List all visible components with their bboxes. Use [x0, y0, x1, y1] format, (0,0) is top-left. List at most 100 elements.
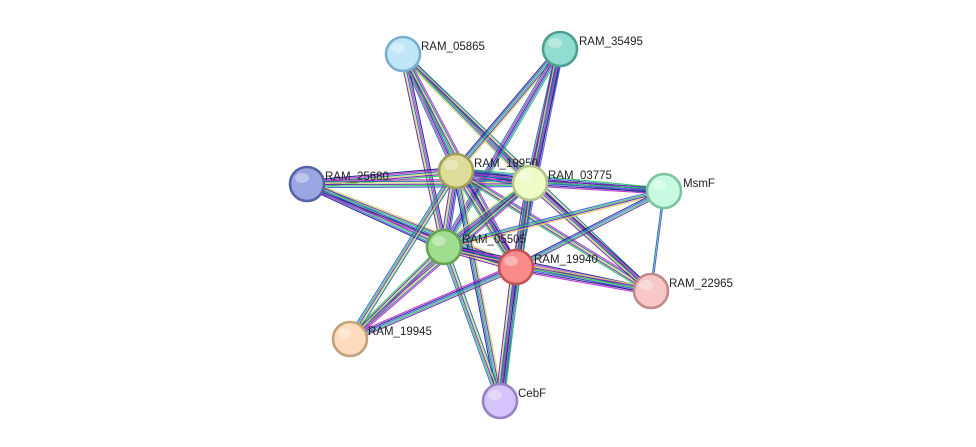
edge-line — [351, 172, 459, 341]
node-RAM_35495[interactable]: RAM_35495 — [541, 30, 643, 68]
edge-line — [499, 266, 517, 402]
edge-line — [308, 180, 518, 265]
edge-line — [529, 185, 664, 195]
edge-RAM_03775-RAM_22965 — [527, 180, 654, 294]
edge-RAM_05505-CebF — [440, 245, 504, 403]
edge-line — [349, 266, 517, 340]
edge-line — [455, 170, 652, 292]
edge-line — [306, 169, 456, 184]
node-circle[interactable] — [511, 164, 549, 202]
edge-line — [530, 179, 665, 189]
edge-line — [348, 245, 444, 339]
edge-line — [453, 46, 559, 170]
node-circle[interactable] — [481, 382, 519, 420]
node-RAM_03775[interactable]: RAM_03775 — [511, 164, 612, 202]
edge-line — [456, 169, 653, 291]
edge-line — [306, 168, 456, 183]
edge-line — [516, 262, 652, 288]
node-highlight — [504, 256, 518, 266]
edge-line — [516, 191, 665, 269]
node-label: RAM_05505 — [462, 234, 526, 246]
node-label: CebF — [518, 388, 546, 400]
node-highlight — [391, 43, 405, 53]
node-RAM_05505[interactable]: RAM_05505 — [425, 228, 526, 266]
node-RAM_19940[interactable]: RAM_19940 — [497, 248, 598, 286]
edge-line — [515, 270, 651, 296]
edge-line — [347, 244, 443, 338]
edge-line — [500, 267, 518, 402]
node-RAM_05865[interactable]: RAM_05865 — [384, 35, 485, 73]
node-circle[interactable] — [331, 320, 369, 358]
edge-line — [496, 266, 514, 401]
edge-line — [515, 268, 651, 294]
node-circle[interactable] — [437, 152, 475, 190]
edge-line — [444, 191, 665, 249]
edge-line — [443, 189, 664, 247]
edge-RAM_35495-RAM_05505 — [441, 47, 563, 249]
node-highlight — [548, 38, 562, 48]
edge-line — [519, 49, 565, 268]
edge-line — [498, 266, 516, 401]
edge-line — [531, 180, 654, 290]
edge-line — [347, 169, 455, 338]
node-label: RAM_35495 — [579, 36, 643, 48]
node-highlight — [518, 172, 532, 182]
edge-line — [440, 247, 498, 403]
node-circle[interactable] — [288, 165, 326, 203]
edge-line — [444, 246, 502, 401]
edge-line — [307, 184, 531, 187]
edge-line — [456, 167, 665, 189]
edge-line — [530, 181, 665, 191]
edge-line — [349, 246, 445, 340]
edge-line — [349, 170, 457, 340]
edge-line — [446, 245, 504, 401]
node-MsmF[interactable]: MsmF — [645, 172, 715, 210]
edge-line — [514, 188, 664, 266]
edge-line — [443, 188, 664, 246]
edge-line — [401, 54, 444, 248]
node-circle[interactable] — [632, 272, 670, 310]
node-RAM_22965[interactable]: RAM_22965 — [632, 272, 733, 310]
edge-line — [516, 264, 652, 290]
edge-RAM_05865-RAM_05505 — [399, 53, 448, 248]
node-label: RAM_22965 — [669, 278, 733, 290]
edge-line — [515, 267, 651, 293]
edge-RAM_19940-CebF — [495, 266, 521, 402]
edge-line — [443, 48, 561, 248]
edge-line — [307, 186, 531, 189]
edge-line — [454, 171, 651, 293]
node-circle[interactable] — [384, 35, 422, 73]
edge-line — [455, 170, 501, 402]
node-highlight — [639, 280, 653, 290]
node-label: RAM_25680 — [325, 171, 389, 183]
node-RAM_25680[interactable]: RAM_25680 — [288, 165, 389, 203]
edge-line — [348, 169, 456, 339]
edge-line — [306, 166, 456, 181]
node-highlight — [488, 390, 502, 400]
edge-RAM_03775-MsmF — [529, 179, 665, 195]
edge-RAM_19940-RAM_19945 — [348, 263, 518, 343]
edge-MsmF-RAM_05505 — [443, 188, 665, 250]
edge-line — [405, 53, 448, 247]
node-CebF[interactable]: CebF — [481, 382, 546, 420]
node-label: RAM_05865 — [421, 41, 485, 53]
edge-line — [348, 263, 516, 337]
node-label: RAM_19940 — [534, 254, 598, 266]
edge-line — [442, 247, 500, 402]
edge-RAM_19950-RAM_22965 — [454, 168, 653, 294]
edge-line — [516, 265, 652, 291]
edge-line — [306, 183, 531, 186]
node-circle[interactable] — [645, 172, 683, 210]
edge-line — [443, 246, 501, 402]
node-highlight — [338, 328, 352, 338]
node-circle[interactable] — [425, 228, 463, 266]
node-circle[interactable] — [497, 248, 535, 286]
node-highlight — [432, 236, 446, 246]
edge-line — [455, 48, 561, 172]
node-RAM_19945[interactable]: RAM_19945 — [331, 320, 432, 358]
edge-line — [350, 247, 446, 341]
edge-RAM_19940-RAM_22965 — [515, 262, 652, 296]
node-circle[interactable] — [541, 30, 579, 68]
